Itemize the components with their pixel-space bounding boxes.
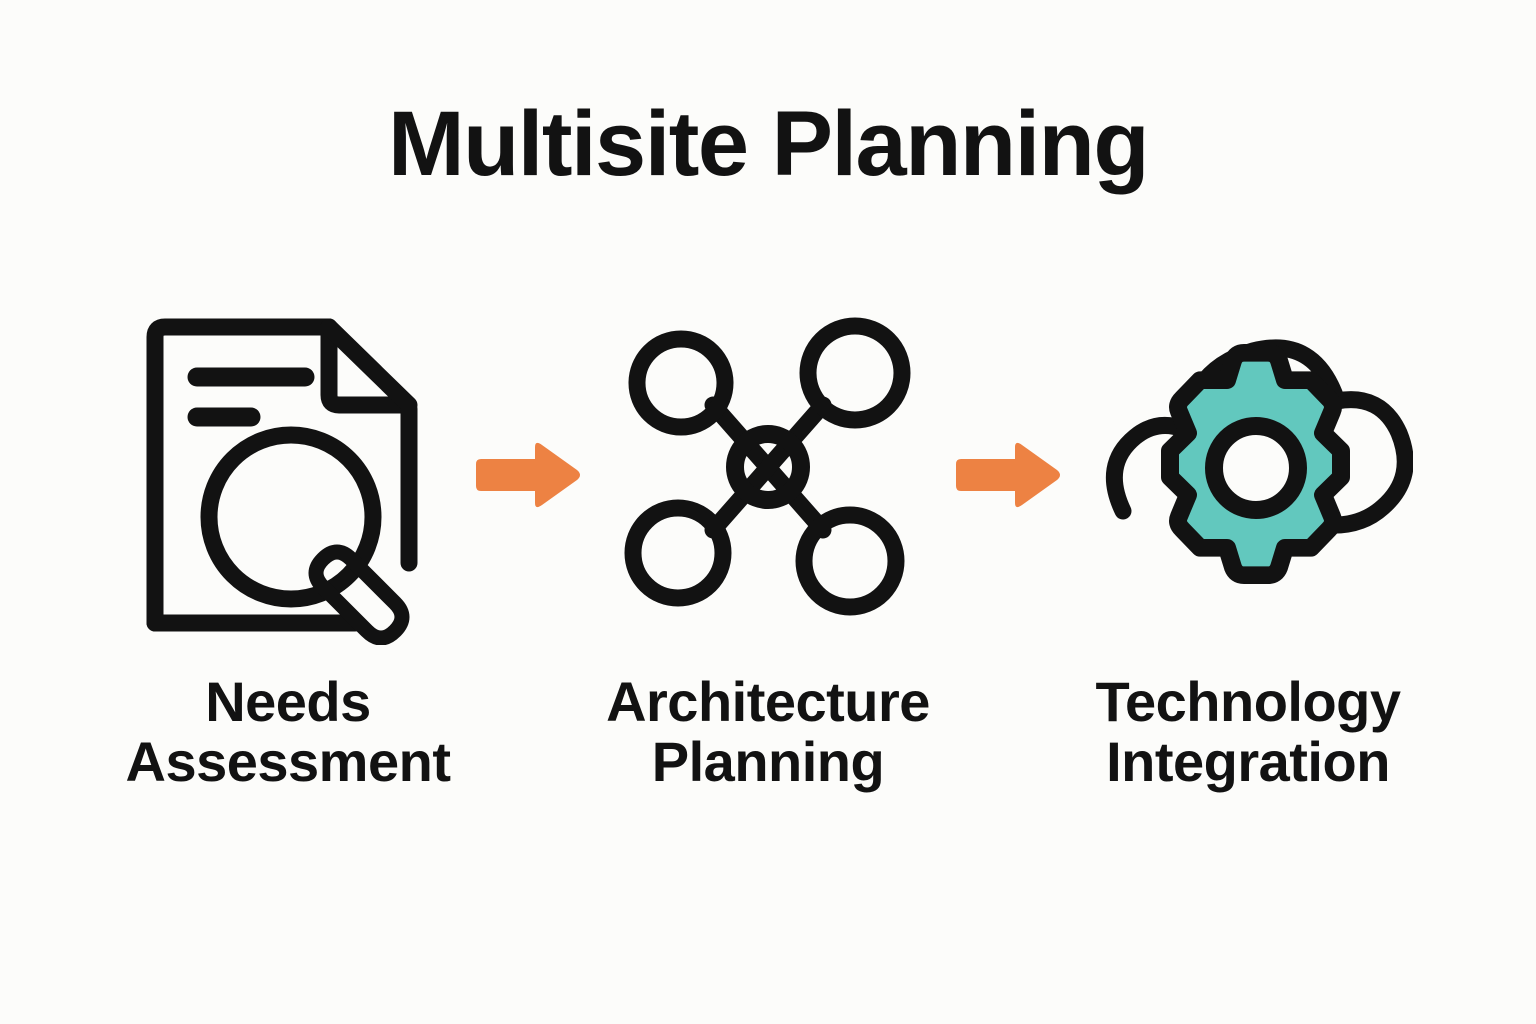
cloud-outline [1105,339,1413,534]
connector-arrow-1 [468,300,588,650]
process-flow: Needs Assessment [0,300,1536,791]
arrow-right-icon [476,442,580,508]
arrow-right-icon [956,442,1060,508]
label-line-2: Integration [1106,729,1390,793]
document-search-icon [123,300,453,650]
gear-hole [1205,417,1307,519]
label-line-1: Architecture [606,670,930,733]
step-label-technology-integration: Technology Integration [1095,670,1401,793]
step-needs-assessment: Needs Assessment [108,300,468,792]
network-hub-icon [603,300,933,650]
label-line-1: Needs [205,670,371,733]
step-label-architecture-planning: Architecture Planning [606,672,930,792]
label-line-2: Assessment [125,729,451,793]
step-architecture-planning: Architecture Planning [588,300,948,792]
step-label-needs-assessment: Needs Assessment [126,672,451,792]
label-line-1: Technology [1095,670,1401,733]
cloud-gear-icon [1083,300,1413,650]
step-technology-integration: Technology Integration [1068,300,1428,792]
gear-shape [1161,343,1350,585]
connector-arrow-2 [948,300,1068,650]
page-title: Multisite Planning [387,93,1150,195]
label-line-2: Planning [651,729,885,793]
